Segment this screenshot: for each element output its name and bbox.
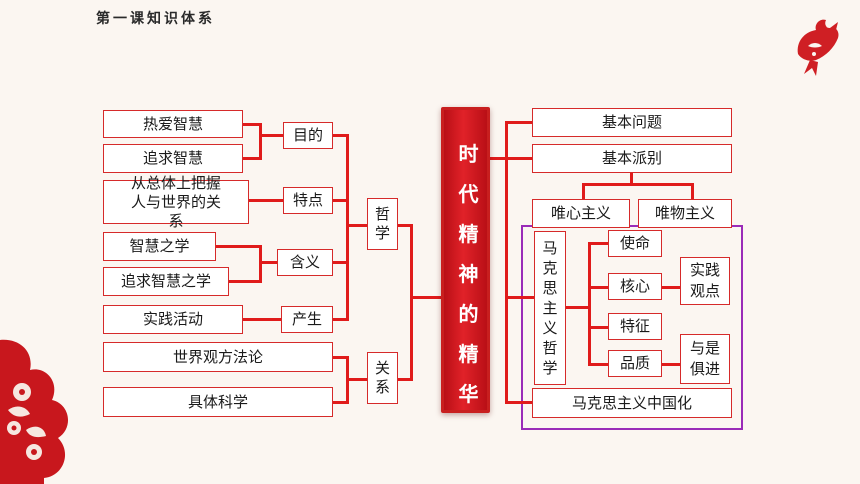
connector	[588, 242, 591, 366]
node-mu-de: 目的	[283, 122, 333, 149]
node-shi-jie-guan-fang-fa-lun: 世界观方法论	[103, 342, 333, 372]
connector	[346, 134, 349, 321]
connector	[505, 121, 508, 404]
page-title: 第一课知识体系	[96, 11, 215, 27]
connector	[243, 157, 262, 160]
node-te-zheng: 特征	[608, 313, 662, 340]
node-shi-ming: 使命	[608, 230, 662, 257]
connector	[346, 224, 368, 227]
connector	[505, 157, 532, 160]
connector	[398, 378, 413, 381]
node-marxist-philosophy: 马克思主义哲学	[534, 231, 566, 385]
connector	[333, 199, 349, 202]
paper-cut-flower-icon	[0, 339, 69, 484]
connector	[582, 183, 585, 200]
center-char: 华	[458, 382, 479, 406]
connector	[333, 318, 349, 321]
connector	[243, 318, 282, 321]
connector	[333, 401, 349, 404]
center-char: 代	[458, 182, 479, 206]
node-zhui-qiu-zhi-hui: 追求智慧	[103, 144, 243, 173]
connector	[333, 356, 349, 359]
node-re-ai-zhi-hui: 热爱智慧	[103, 110, 243, 138]
connector	[398, 224, 413, 227]
node-ju-ti-ke-xue: 具体科学	[103, 387, 333, 417]
connector	[249, 199, 284, 202]
connector	[346, 378, 368, 381]
connector	[333, 134, 349, 137]
connector	[259, 245, 262, 283]
node-zhe-xue: 哲学	[367, 198, 398, 250]
node-shi-jian-huo-dong: 实践活动	[103, 305, 243, 334]
connector	[505, 296, 534, 299]
node-yu-shi-ju-jin: 与是俱进	[680, 334, 730, 384]
marxist-philosophy-frame	[521, 225, 743, 430]
connector	[630, 171, 633, 185]
node-shi-jian-guan-dian: 实践观点	[680, 257, 730, 305]
connector	[505, 401, 532, 404]
connector	[662, 363, 680, 366]
connector	[662, 286, 680, 289]
node-guan-xi: 关系	[367, 352, 398, 404]
connector	[243, 123, 262, 126]
node-ma-ke-si-zhong-guo-hua: 马克思主义中国化	[532, 388, 732, 418]
connector	[410, 296, 441, 299]
node-zong-ti-ba-wo: 从总体上把握人与世界的关系	[103, 174, 249, 230]
connector	[259, 123, 262, 160]
connector	[588, 363, 608, 366]
node-pin-zhi: 品质	[608, 350, 662, 377]
center-char: 精	[458, 222, 479, 246]
connector	[259, 134, 284, 137]
connector	[691, 183, 694, 200]
connector	[410, 224, 413, 381]
connector	[566, 306, 591, 309]
node-chan-sheng: 产生	[281, 306, 333, 333]
node-zhi-hui-zhi-xue: 智慧之学	[103, 232, 216, 261]
connector	[588, 326, 608, 329]
center-char: 精	[458, 342, 479, 366]
connector	[216, 245, 262, 248]
connector	[229, 280, 262, 283]
connector	[505, 121, 532, 124]
connector	[333, 261, 349, 264]
center-banner: 时 代 精 神 的 精 华	[441, 107, 490, 413]
connector	[259, 261, 278, 264]
connector	[588, 286, 608, 289]
node-zhui-qiu-zhi-hui-zhi-xue: 追求智慧之学	[103, 267, 229, 296]
node-wei-wu-zhu-yi: 唯物主义	[638, 199, 732, 228]
connector	[588, 242, 608, 245]
connector	[582, 183, 694, 186]
node-te-dian: 特点	[283, 187, 333, 214]
node-ji-ben-pai-bie: 基本派别	[532, 144, 732, 173]
center-char: 神	[458, 262, 479, 286]
node-he-xin: 核心	[608, 273, 662, 300]
center-char: 时	[458, 142, 479, 166]
paper-cut-bird-icon	[797, 19, 839, 76]
node-han-yi: 含义	[277, 249, 333, 276]
node-ji-ben-wen-ti: 基本问题	[532, 108, 732, 137]
connector	[490, 157, 508, 160]
center-char: 的	[458, 302, 479, 326]
node-wei-xin-zhu-yi: 唯心主义	[532, 199, 630, 228]
